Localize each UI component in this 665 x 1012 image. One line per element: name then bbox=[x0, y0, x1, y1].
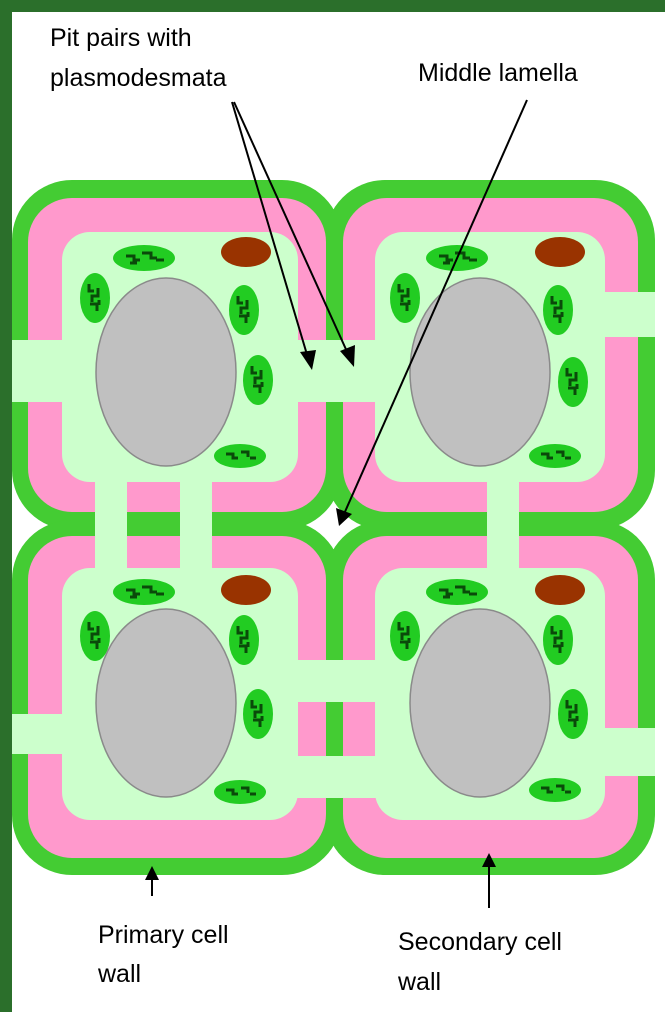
label-pit-pairs-line1: Pit pairs with bbox=[50, 24, 192, 52]
brown-organelles bbox=[221, 237, 585, 605]
label-middle-lamella: Middle lamella bbox=[418, 59, 578, 87]
pointer-arrows bbox=[145, 99, 528, 908]
label-secondary-line1: Secondary cell bbox=[398, 928, 562, 956]
label-primary-line1: Primary cell bbox=[98, 921, 229, 949]
nuclei bbox=[95, 277, 551, 798]
pit-pairs bbox=[12, 292, 655, 798]
left-frame-bar bbox=[0, 0, 12, 1012]
label-secondary-line2: wall bbox=[398, 968, 442, 996]
label-pit-pairs-line2: plasmodesmata bbox=[50, 64, 227, 92]
label-primary-line2: wall bbox=[98, 960, 142, 988]
top-frame-bar bbox=[0, 0, 665, 12]
